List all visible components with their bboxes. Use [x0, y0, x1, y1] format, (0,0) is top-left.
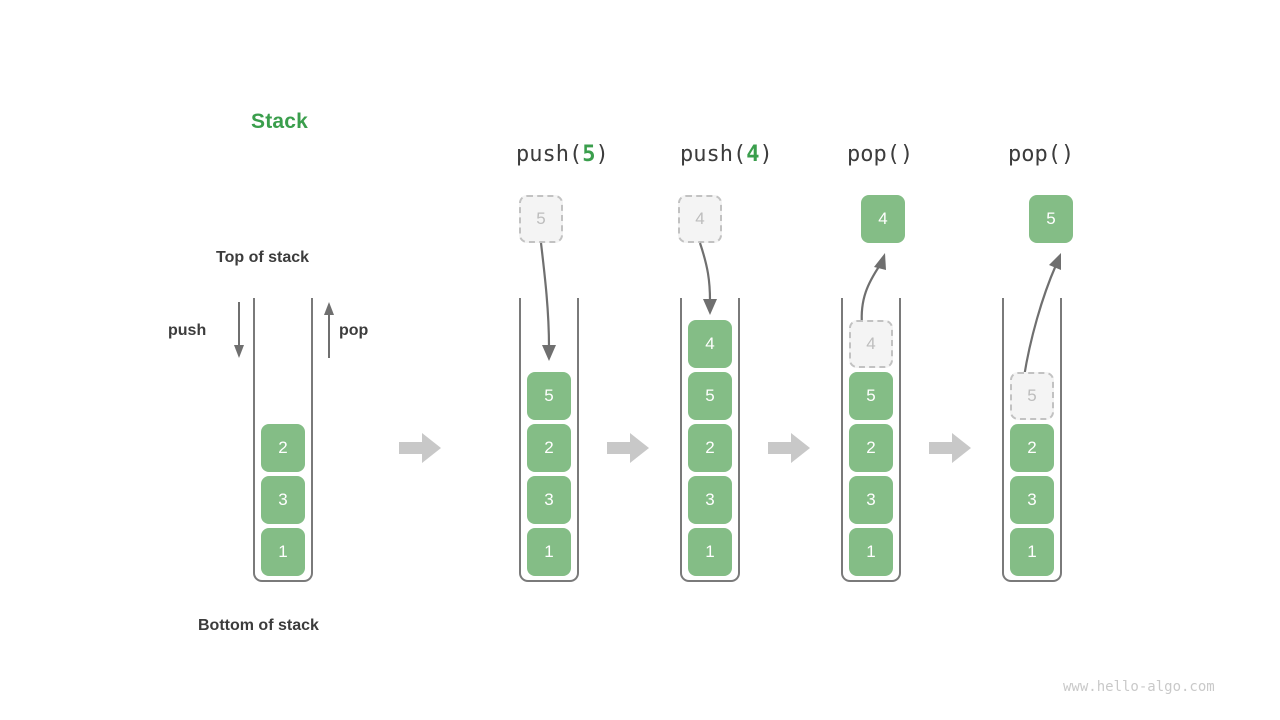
push-direction-arrow [234, 302, 244, 358]
stack-cell-removed: 4 [849, 320, 893, 368]
stack-tube [680, 298, 740, 582]
stack-tube [841, 298, 901, 582]
op-close: ) [899, 142, 914, 167]
stack-cell: 1 [527, 528, 571, 576]
pop-direction-arrow [324, 302, 334, 358]
top-of-stack-label: Top of stack [216, 249, 310, 266]
stack-cell: 2 [1010, 424, 1054, 472]
op-name: push( [516, 142, 583, 167]
stack-cell-removed: 5 [1010, 372, 1054, 420]
diagram-title: Stack [251, 110, 309, 133]
op-header-pop-2: pop() [1008, 142, 1074, 167]
pop-flow-arrow [860, 253, 886, 326]
stack-tube [519, 298, 579, 582]
stack-cell: 3 [1010, 476, 1054, 524]
stack-cell: 5 [527, 372, 571, 420]
stack-cell: 2 [527, 424, 571, 472]
stack-cell: 3 [688, 476, 732, 524]
watermark: www.hello-algo.com [1063, 679, 1215, 695]
stack-cell: 1 [261, 528, 305, 576]
pop-label: pop [339, 322, 369, 339]
op-header-push-4: push(4) [680, 142, 773, 167]
step-arrow-icon [929, 433, 971, 463]
stack-cell: 5 [849, 372, 893, 420]
stack-cell: 2 [849, 424, 893, 472]
floating-cell: 4 [678, 195, 722, 243]
op-close: ) [759, 142, 773, 167]
push-flow-arrow [698, 242, 717, 315]
floating-cell: 4 [861, 195, 905, 243]
step-arrow-icon [607, 433, 649, 463]
pop-flow-arrow [1022, 253, 1061, 378]
op-close: ) [1060, 142, 1075, 167]
op-name: pop( [1008, 142, 1061, 167]
op-arg: 4 [746, 142, 760, 167]
initial-stack-tube [253, 298, 313, 582]
floating-cell: 5 [519, 195, 563, 243]
step-arrow-icon [768, 433, 810, 463]
op-name: pop( [847, 142, 900, 167]
stack-tube [1002, 298, 1062, 582]
push-label: push [168, 322, 207, 339]
stack-cell: 1 [849, 528, 893, 576]
stack-cell: 4 [688, 320, 732, 368]
op-header-push-5: push(5) [516, 142, 609, 167]
stack-cell: 2 [261, 424, 305, 472]
step-arrow-icon [399, 433, 441, 463]
op-name: push( [680, 142, 747, 167]
stack-cell: 2 [688, 424, 732, 472]
push-flow-arrow [539, 242, 556, 361]
op-close: ) [595, 142, 609, 167]
op-header-pop-1: pop() [847, 142, 913, 167]
stack-cell: 3 [261, 476, 305, 524]
stack-cell: 3 [849, 476, 893, 524]
op-arg: 5 [582, 142, 596, 167]
stack-cell: 5 [688, 372, 732, 420]
stack-cell: 3 [527, 476, 571, 524]
floating-cell: 5 [1029, 195, 1073, 243]
stack-cell: 1 [1010, 528, 1054, 576]
bottom-of-stack-label: Bottom of stack [198, 617, 319, 634]
stack-cell: 1 [688, 528, 732, 576]
